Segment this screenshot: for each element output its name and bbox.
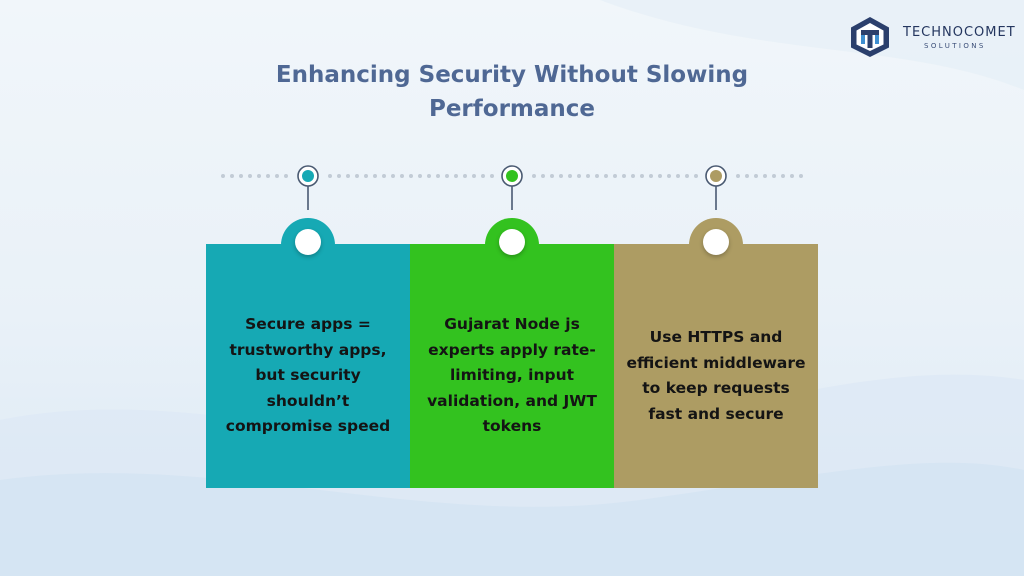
card-1-text: Secure apps = trustworthy apps, but secu… <box>225 315 391 436</box>
technocomet-logo-mark-icon <box>851 17 889 57</box>
page-title: Enhancing Security Without Slowing Perfo… <box>275 62 749 122</box>
logo-tagline: SOLUTIONS <box>924 42 986 50</box>
card-3-dot <box>703 229 729 255</box>
card-https-middleware: Use HTTPS and efficient middleware to ke… <box>614 244 818 488</box>
card-2-text: Gujarat Node js experts apply rate-limit… <box>427 315 597 436</box>
card-secure-apps: Secure apps = trustworthy apps, but secu… <box>206 244 410 488</box>
card-3-text: Use HTTPS and efficient middleware to ke… <box>626 328 806 423</box>
card-2-dot <box>499 229 525 255</box>
logo-name: TECHNOCOMET <box>903 25 1016 40</box>
card-1-dot <box>295 229 321 255</box>
card-node-experts: Gujarat Node js experts apply rate-limit… <box>410 244 614 488</box>
technocomet-logo: TECHNOCOMET SOLUTIONS <box>848 16 1016 58</box>
